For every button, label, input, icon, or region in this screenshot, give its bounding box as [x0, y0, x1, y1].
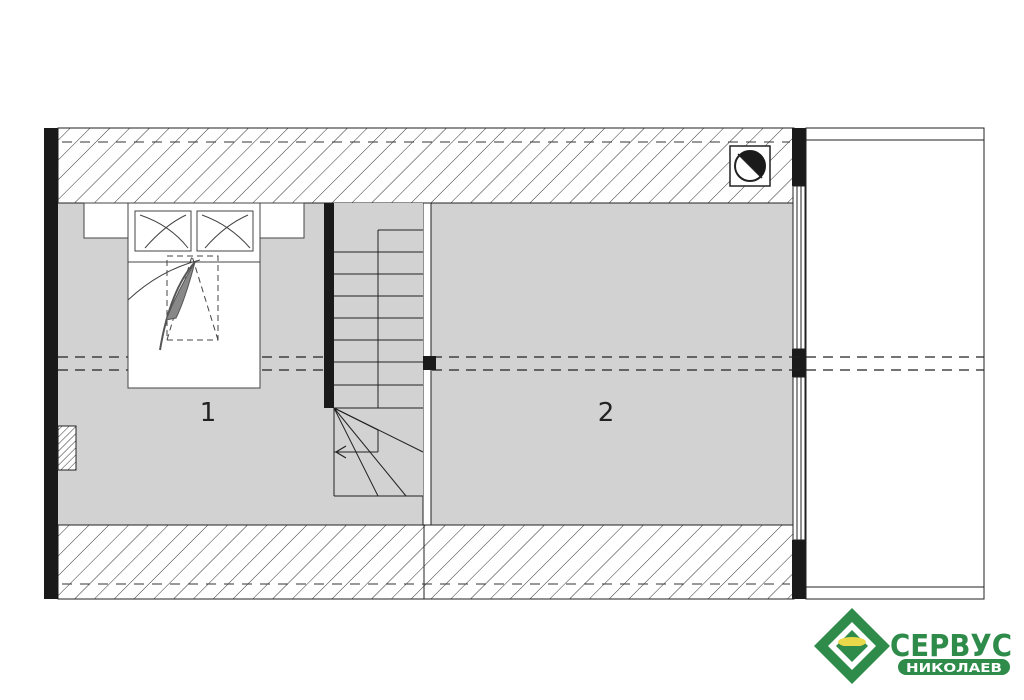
partition-wall	[324, 203, 334, 408]
roof-zone-bottom	[57, 524, 795, 600]
brand-logo: СЕРВУС НИКОЛАЕВ	[814, 608, 1012, 684]
balcony-outline	[805, 127, 985, 600]
radiator-icon	[57, 425, 77, 471]
logo-city: НИКОЛАЕВ	[906, 661, 1002, 675]
logo-emblem-icon	[814, 608, 890, 684]
column	[423, 356, 436, 370]
wall-right-top	[792, 128, 806, 186]
wall-left	[44, 128, 58, 599]
wall-right-bottom	[792, 540, 806, 599]
staircase-icon	[333, 203, 424, 497]
window-lower	[792, 376, 806, 541]
wall-right-mid	[792, 349, 806, 377]
window-upper	[792, 185, 806, 350]
chimney-icon	[729, 145, 771, 187]
logo-city-badge	[898, 659, 1010, 675]
room-number-1: 1	[200, 398, 217, 428]
bed-icon	[83, 202, 305, 389]
logo-name: СЕРВУС	[890, 629, 1012, 664]
room-number-2: 2	[598, 398, 615, 428]
roof-zone-top	[57, 127, 795, 204]
